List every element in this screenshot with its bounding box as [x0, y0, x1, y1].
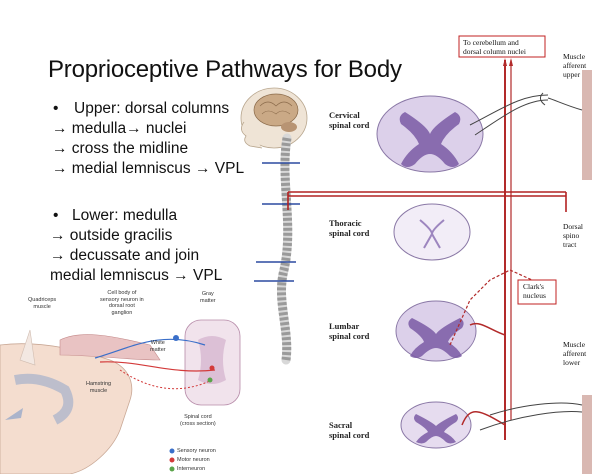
lower-bullet-1: • Lower: medulla — [53, 207, 178, 224]
upper-muscle-strip — [582, 70, 592, 180]
sacral-cord-section — [400, 401, 472, 449]
lumbar-cord-section — [395, 300, 477, 362]
bullet-dot: • — [53, 207, 59, 224]
bullet-dot: • — [53, 100, 59, 117]
lower-pathway-list: • Lower: medulla → outside gracilis → de… — [50, 206, 222, 286]
slide-title: Proprioceptive Pathways for Body — [48, 56, 402, 83]
legend-motor: Motor neuron — [177, 457, 210, 463]
head-brain-illustration — [240, 87, 308, 149]
slide-pointer-lines — [287, 191, 567, 212]
lower-muscle-strip — [582, 395, 592, 474]
upper-bullet-4: → medial lemniscus → VPL — [52, 160, 245, 177]
legend-sensory: Sensory neuron — [177, 448, 216, 454]
lower-bullet-3: → decussate and join — [50, 247, 200, 264]
legend-dot-1 — [169, 457, 175, 463]
reflex-arc-illustration — [0, 319, 241, 474]
reflex-motion-arrow — [14, 373, 74, 425]
ascending-pathway-lines — [449, 58, 583, 440]
upper-bullet-1: • Upper: dorsal columns — [53, 100, 230, 117]
spinal-cord-cross-section-label: Spinal cord(cross section) — [180, 414, 216, 427]
cervical-cord-section — [376, 95, 484, 173]
reflex-legend-dots — [169, 448, 175, 472]
upper-pathway-list: • Upper: dorsal columns → medulla→ nucle… — [52, 99, 244, 179]
legend-dot-0 — [169, 448, 175, 454]
upper-bullet-2: → medulla→ nuclei — [52, 120, 187, 137]
clarks-box-outline — [517, 279, 557, 305]
thoracic-cord-section — [393, 203, 471, 261]
lower-bullet-4: medial lemniscus → VPL — [50, 267, 223, 284]
lower-bullet-2: → outside gracilis — [50, 227, 173, 244]
legend-interneuron: Interneuron — [177, 466, 206, 472]
legend-dot-2 — [169, 466, 175, 472]
cerebellum-box-outline — [458, 35, 546, 58]
upper-bullet-3: → cross the midline — [52, 140, 189, 157]
reflex-legend: Sensory neuron Motor neuron Interneuron — [177, 447, 216, 474]
spinal-column-illustration — [254, 133, 300, 365]
